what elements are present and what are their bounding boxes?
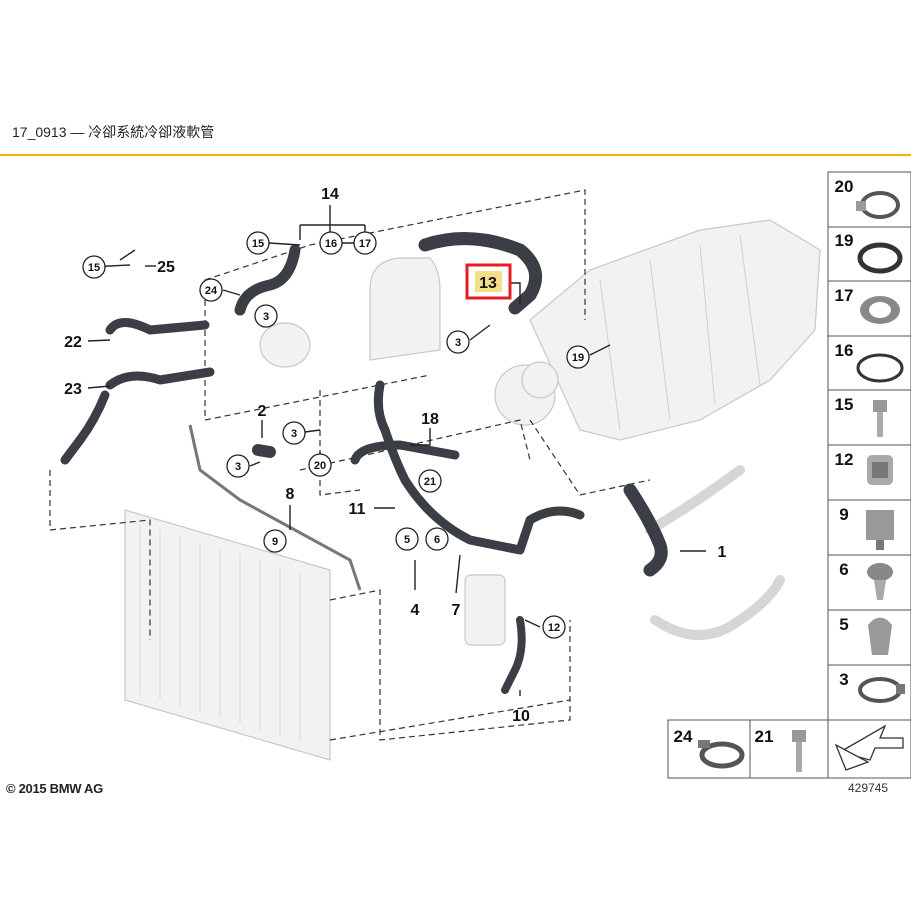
panel-label-19[interactable]: 19 [835,231,854,250]
copyright-text: © 2015 BMW AG [6,781,103,796]
hose-24 [234,244,301,316]
radiator [124,509,331,761]
callout-23[interactable]: 23 [64,381,82,398]
thermostat-housing [494,361,559,426]
hose-11 [373,380,585,555]
svg-text:16: 16 [325,238,337,250]
hose-22 [105,318,210,335]
callout-1[interactable]: 1 [718,544,727,561]
band-clamp-icon [858,677,905,703]
callout-2[interactable]: 2 [258,403,267,420]
callout-21[interactable]: 21 [418,469,442,493]
callout-3-d[interactable]: 3 [226,454,250,478]
panel-label-9[interactable]: 9 [839,505,848,524]
clamp-24-icon [698,740,745,769]
callout-14[interactable]: 14 [321,186,339,203]
aux-reservoir [464,574,506,646]
svg-text:21: 21 [424,476,436,488]
callout-20[interactable]: 20 [308,453,332,477]
svg-text:9: 9 [272,536,278,548]
callout-15-b[interactable]: 15 [82,255,106,279]
water-pump [259,322,311,368]
panel-label-12[interactable]: 12 [835,450,854,469]
callout-17[interactable]: 17 [353,231,377,255]
svg-text:3: 3 [455,337,461,349]
svg-text:6: 6 [434,534,440,546]
svg-text:20: 20 [314,460,326,472]
callout-10[interactable]: 10 [512,708,530,725]
direction-arrow-icon [834,724,904,771]
svg-text:3: 3 [291,428,297,440]
panel-label-20[interactable]: 20 [835,177,854,196]
callout-13-highlighted[interactable]: 13 [465,263,512,300]
callout-22[interactable]: 22 [64,334,82,351]
engine-block [529,219,821,441]
page-title: 17_0913 — 冷卻系統冷卻液軟管 [12,124,215,140]
callout-9[interactable]: 9 [263,529,287,553]
callout-8[interactable]: 8 [286,486,295,503]
svg-text:17: 17 [359,238,371,250]
panel-label-24[interactable]: 24 [674,727,693,746]
panel-label-3[interactable]: 3 [839,670,848,689]
callout-6[interactable]: 6 [425,527,449,551]
pipe-9 [188,424,362,591]
svg-text:19: 19 [572,352,584,364]
callout-15-a[interactable]: 15 [246,231,270,255]
expansion-rivet-icon [867,563,893,600]
bottom-parts-panel: 24 21 [667,719,911,779]
expansion-tank [369,257,441,361]
callout-16[interactable]: 16 [319,231,343,255]
svg-text:3: 3 [263,311,269,323]
callout-3-a[interactable]: 3 [254,304,278,328]
svg-text:15: 15 [88,262,100,274]
hose-13 [418,232,543,315]
callout-4[interactable]: 4 [411,602,420,619]
hose-18 [350,440,460,465]
hose-2-pump [252,444,276,458]
seal-ring-icon [857,242,903,274]
callout-19[interactable]: 19 [566,345,590,369]
leader-lines [87,205,706,696]
panel-label-21[interactable]: 21 [755,727,774,746]
hose-1 [623,483,668,577]
gasket-icon [860,296,900,324]
callout-18[interactable]: 18 [421,411,439,428]
callout-3-b[interactable]: 3 [446,330,470,354]
callout-7[interactable]: 7 [452,602,461,619]
bolt-icon [873,400,887,437]
callout-24[interactable]: 24 [199,278,223,302]
reference-lines [49,189,651,741]
panel-label-5[interactable]: 5 [839,615,848,634]
callout-11[interactable]: 11 [349,501,366,518]
hose-23 [60,367,215,465]
callout-5[interactable]: 5 [395,527,419,551]
connector-icon [867,455,893,485]
svg-text:13: 13 [479,275,497,292]
panel-label-17[interactable]: 17 [835,286,854,305]
spring-clip-icon [868,617,892,655]
o-ring-icon [856,353,904,383]
bolt-21-icon [792,730,806,772]
coolant-pipe-light [645,465,785,640]
panel-label-16[interactable]: 16 [835,341,854,360]
panel-label-15[interactable]: 15 [835,395,854,414]
clip-icon [866,510,894,550]
svg-text:5: 5 [404,534,410,546]
svg-text:24: 24 [205,285,218,297]
hose-10 [501,616,526,694]
hoses [60,232,668,694]
callout-25[interactable]: 25 [157,259,175,276]
callout-3-c[interactable]: 3 [282,421,306,445]
parts-panel: 20 19 17 16 15 12 9 6 5 3 [827,171,911,721]
diagram-id: 429745 [848,781,889,795]
page-header: 17_0913 — 冷卻系統冷卻液軟管 [0,116,911,156]
hose-clamp-icon [856,191,900,219]
svg-text:3: 3 [235,461,241,473]
panel-label-6[interactable]: 6 [839,560,848,579]
svg-text:12: 12 [548,622,560,634]
svg-text:15: 15 [252,238,264,250]
callout-12[interactable]: 12 [542,615,566,639]
